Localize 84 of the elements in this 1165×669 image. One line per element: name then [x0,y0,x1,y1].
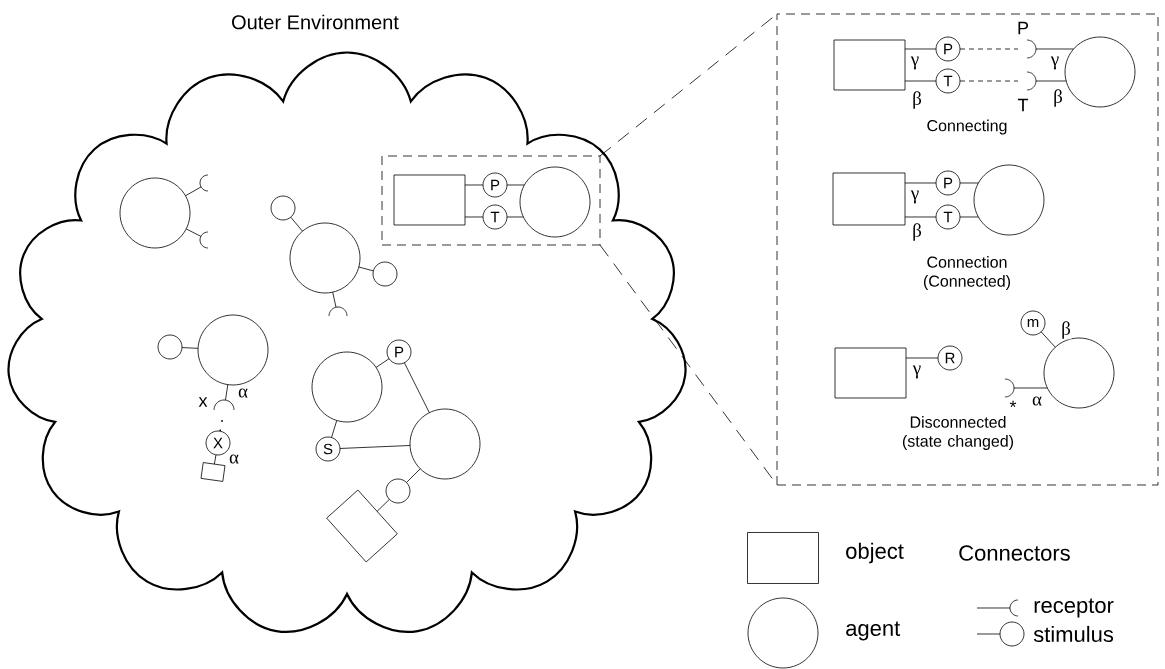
connector-line [959,216,979,218]
agent-circle [119,177,191,249]
receptor-arc [213,399,235,411]
edge-label: β [911,90,923,110]
edge-label: β [911,222,923,242]
receptor-arc [1026,71,1037,91]
dashed-line [959,48,1019,50]
agent-circle [1064,36,1136,108]
caption: Disconnected (state changed) [902,416,1013,450]
receptor-arc [1026,39,1037,59]
connector-line [1040,331,1056,348]
legend-label: agent [846,621,901,641]
title: Outer Environment [232,14,399,30]
edge-label: γ [910,56,920,70]
connector-line [904,216,937,218]
dashed-line [219,419,223,432]
object-box [393,174,466,226]
agent-circle [519,166,591,238]
edge-label: γ [910,190,920,204]
connector-line [403,362,430,414]
object-box [833,39,906,91]
receptor-arc [199,231,209,249]
legend-label: stimulus [1033,625,1114,643]
connector-line [905,357,939,359]
caption: Connection (Connected) [923,256,1010,290]
connector-line [375,358,390,368]
object-box [832,172,906,226]
connector-line [331,420,338,438]
receptor-arc [1004,378,1015,398]
stimulus-circle [385,478,411,504]
inset-frame [776,13,1159,486]
agent-circle [973,164,1045,236]
edge-label: β [1060,320,1072,340]
connector-line [1035,80,1067,82]
connector-line [376,498,390,512]
connector-tag: x [198,397,208,407]
legend-label: receptor [1034,598,1114,618]
edge-label: α [1031,395,1043,407]
agent-circle [311,351,383,423]
stimulus-circle [270,195,296,221]
connector-line [959,182,979,184]
stimulus-circle [157,334,183,360]
connector-line [406,468,421,483]
connector-line [904,182,937,184]
agent-circle [1043,337,1115,409]
connector-line [1013,387,1048,389]
object-box [326,489,398,563]
zoom-frame [381,155,601,246]
connector-tag: T [1017,98,1029,112]
connector-line [185,186,202,197]
connector-line [464,216,484,218]
edge-label: α [237,387,249,399]
dashed-line [959,80,1019,82]
connector-line [506,184,525,186]
connector-line [332,291,337,308]
connector-tag: P [1018,21,1029,35]
agent-circle [289,222,361,294]
connector-line [290,216,303,232]
connector-line [1035,48,1074,50]
edge-label: γ [912,365,922,379]
connector-line [185,228,202,237]
connector-line [181,347,199,349]
receptor-arc [199,174,209,192]
connector-line [358,266,374,272]
connector-line [904,80,937,82]
connector-line [213,454,217,465]
connector-line [904,48,937,50]
connector-tag: * [1009,400,1017,408]
receptor-arc [328,306,348,317]
agent-circle [197,314,269,386]
object-box [200,462,226,482]
edge-label: γ [1050,56,1060,70]
connector-line [506,216,524,218]
connector-line [464,184,484,186]
edge-label: α [228,453,240,465]
object-box [834,347,907,399]
caption: Connecting [927,119,1007,135]
agent-circle [409,408,481,480]
connector-line [339,445,411,449]
stimulus-circle [372,261,398,287]
legend-label: object [846,542,904,564]
edge-label: β [1052,88,1064,108]
legend-heading: Connectors [959,545,1070,561]
connector-line [225,384,229,401]
